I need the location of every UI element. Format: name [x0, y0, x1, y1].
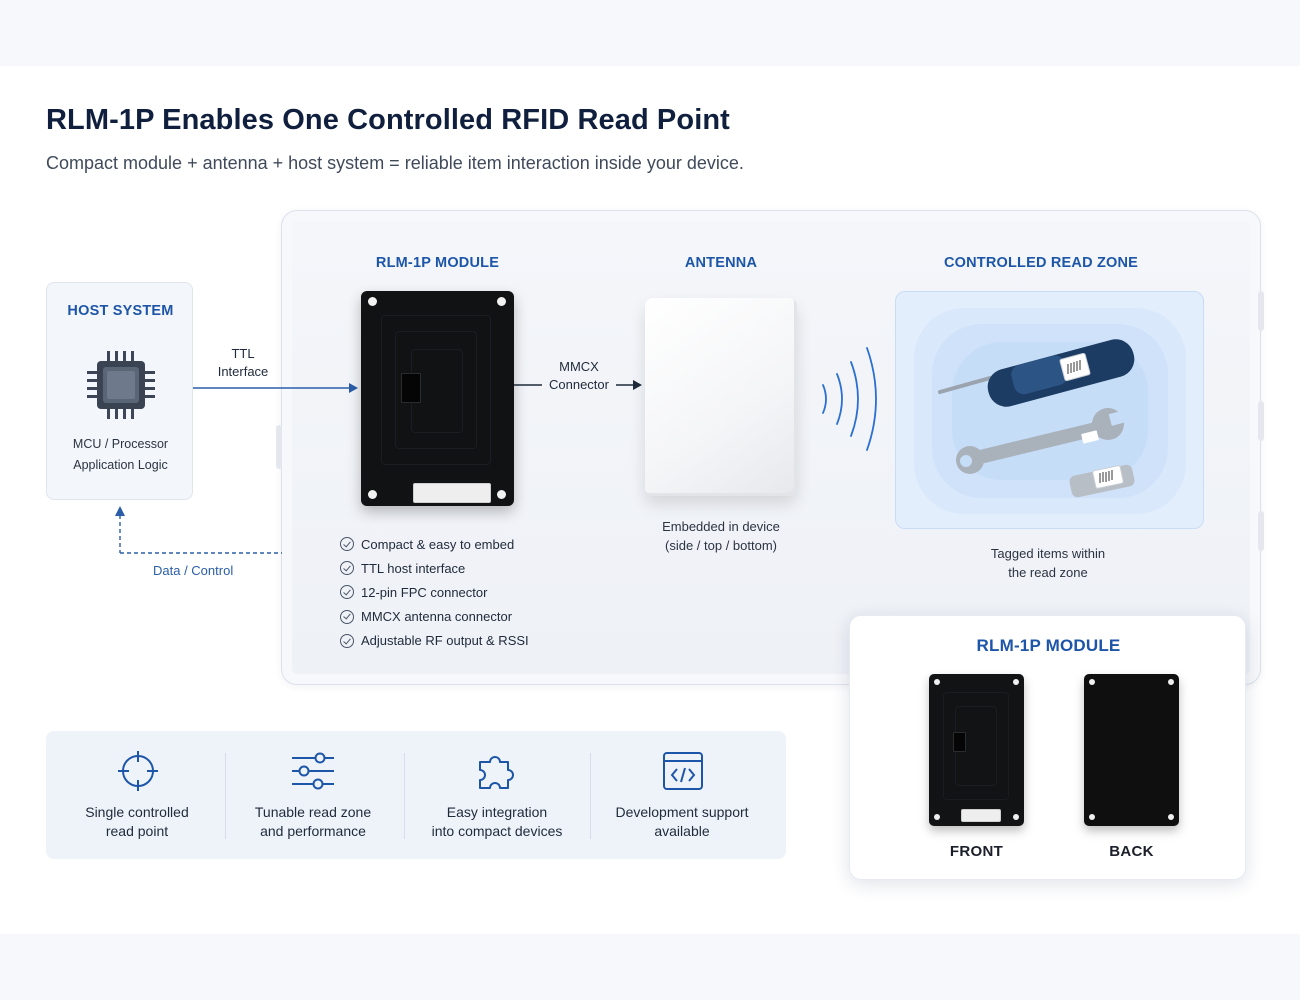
enclosure-notch	[1258, 401, 1264, 441]
crosshair-icon	[118, 751, 158, 791]
module-feature-list: Compact & easy to embed TTL host interfa…	[340, 532, 529, 653]
top-band	[0, 0, 1300, 66]
feature-item: 12-pin FPC connector	[340, 580, 529, 604]
page-subtitle: Compact module + antenna + host system =…	[46, 153, 744, 173]
check-circle-icon	[340, 537, 354, 552]
benefit-easy-integration: Easy integration into compact devices	[405, 731, 589, 859]
module-front-back-card: RLM-1P MODULE FRONT BACK	[849, 615, 1246, 880]
rf-wave-icon	[822, 347, 877, 451]
host-line-mcu: MCU / Processor	[72, 437, 169, 451]
read-zone-line-1: Tagged items within	[990, 546, 1106, 561]
feature-item: MMCX antenna connector	[340, 605, 529, 629]
benefit-line: Tunable read zone	[254, 804, 372, 820]
board-trace	[381, 315, 491, 465]
benefit-text: Easy integration into compact devices	[405, 803, 589, 841]
benefit-tunable-zone: Tunable read zone and performance	[226, 731, 400, 859]
mount-hole	[368, 297, 377, 306]
feature-item: Compact & easy to embed	[340, 532, 529, 556]
board-trace	[943, 692, 1009, 800]
read-zone-heading: CONTROLLED READ ZONE	[943, 255, 1139, 271]
front-label: FRONT	[949, 843, 1004, 860]
mount-hole	[1013, 814, 1019, 820]
mmcx-arrow	[616, 380, 642, 390]
mount-hole	[1089, 814, 1095, 820]
mount-hole	[934, 679, 940, 685]
mmcx-label-1: MMCX	[559, 359, 599, 374]
benefit-line: Easy integration	[446, 804, 548, 820]
benefit-line: and performance	[260, 823, 366, 839]
module-front-board	[929, 674, 1024, 826]
feature-text: Compact & easy to embed	[361, 536, 515, 552]
benefits-bar: Single controlled read point Tunable read…	[46, 731, 786, 859]
data-control-arrow	[115, 506, 282, 554]
back-label: BACK	[1109, 843, 1154, 860]
benefit-line: available	[654, 823, 710, 839]
module-heading: RLM-1P MODULE	[375, 255, 500, 271]
mmcx-label-2: Connector	[549, 377, 609, 392]
check-circle-icon	[340, 561, 354, 576]
check-circle-icon	[340, 609, 354, 624]
check-circle-icon	[340, 633, 354, 648]
read-zone-line-2: the read zone	[1008, 565, 1088, 580]
processor-chip-icon	[87, 351, 155, 419]
enclosure-notch	[276, 425, 282, 469]
mount-hole	[1168, 814, 1174, 820]
board-trace	[395, 331, 477, 449]
mount-hole	[1013, 679, 1019, 685]
benefit-line: into compact devices	[431, 823, 563, 839]
host-line-app: Application Logic	[73, 458, 168, 472]
page-title: RLM-1P Enables One Controlled RFID Read …	[46, 104, 730, 136]
antenna-panel	[645, 298, 797, 496]
fpc-connector	[413, 483, 491, 503]
host-system-heading: HOST SYSTEM	[67, 303, 174, 319]
antenna-line-2: (side / top / bottom)	[665, 538, 777, 553]
benefit-line: Single controlled	[85, 804, 189, 820]
code-window-icon	[663, 752, 703, 790]
mount-hole	[934, 814, 940, 820]
feature-item: TTL host interface	[340, 556, 529, 580]
benefit-divider	[590, 753, 591, 839]
module-card-heading: RLM-1P MODULE	[976, 636, 1121, 655]
puzzle-icon	[479, 756, 514, 789]
mount-hole	[497, 297, 506, 306]
benefit-line: Development support	[615, 804, 749, 820]
module-ic-chip	[953, 732, 966, 752]
ttl-label-1: TTL	[231, 346, 255, 361]
mount-hole	[1089, 679, 1095, 685]
check-circle-icon	[340, 585, 354, 600]
feature-text: Adjustable RF output & RSSI	[361, 633, 529, 649]
mount-hole	[497, 490, 506, 499]
fpc-connector	[961, 809, 1001, 822]
mount-hole	[1168, 679, 1174, 685]
benefit-divider	[225, 753, 226, 839]
ttl-label-2: Interface	[217, 364, 269, 379]
tagged-items-illustration	[938, 339, 1135, 498]
benefit-divider	[404, 753, 405, 839]
data-control-label: Data / Control	[153, 563, 234, 578]
mount-hole	[368, 490, 377, 499]
bottom-band	[0, 934, 1300, 1000]
controlled-read-zone	[895, 291, 1204, 529]
feature-text: 12-pin FPC connector	[361, 584, 488, 600]
host-system-card: HOST SYSTEM MCU / Processor Application …	[46, 282, 193, 500]
feature-text: MMCX antenna connector	[361, 609, 513, 625]
ttl-arrow	[193, 383, 358, 393]
module-back-board	[1084, 674, 1179, 826]
benefit-dev-support: Development support available	[591, 731, 773, 859]
feature-text: TTL host interface	[361, 560, 466, 576]
antenna-line-1: Embedded in device	[662, 519, 780, 534]
rlm-1p-module-board	[361, 291, 514, 506]
sliders-icon	[292, 752, 334, 790]
mmcx-line	[514, 384, 542, 386]
benefit-text: Development support available	[591, 803, 773, 841]
benefit-single-read-point: Single controlled read point	[46, 731, 228, 859]
antenna-heading: ANTENNA	[684, 255, 758, 271]
enclosure-notch	[1258, 291, 1264, 331]
benefit-text: Tunable read zone and performance	[226, 803, 400, 841]
benefit-line: read point	[105, 823, 169, 839]
module-ic-chip	[401, 373, 421, 403]
benefit-text: Single controlled read point	[46, 803, 228, 841]
enclosure-notch	[1258, 511, 1264, 551]
feature-item: Adjustable RF output & RSSI	[340, 629, 529, 653]
